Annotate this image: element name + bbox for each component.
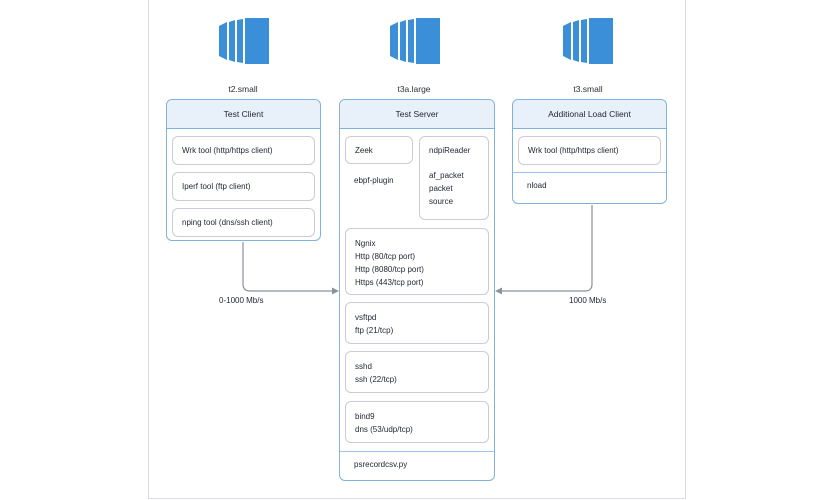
instance-type-client: t2.small bbox=[228, 84, 258, 94]
load-wrk-tool-item: Wrk tool (http/https client) bbox=[518, 136, 661, 165]
load-client-title: Additional Load Client bbox=[513, 100, 666, 129]
vsftpd-title: vsftpd bbox=[355, 313, 377, 322]
source-label: source bbox=[429, 197, 454, 206]
ndpireader-title: ndpiReader bbox=[429, 146, 471, 155]
vsftpd-item: vsftpd ftp (21/tcp) bbox=[345, 302, 489, 344]
vsftpd-port: ftp (21/tcp) bbox=[355, 326, 394, 335]
zeek-item: Zeek bbox=[345, 136, 413, 164]
nginx-http-80: Http (80/tcp port) bbox=[355, 252, 416, 261]
nping-tool-item: nping tool (dns/ssh client) bbox=[172, 208, 315, 237]
af-packet-label: af_packet bbox=[429, 171, 464, 180]
test-client-title: Test Client bbox=[167, 100, 320, 129]
nping-tool-label: nping tool (dns/ssh client) bbox=[182, 218, 273, 227]
bind9-title: bind9 bbox=[355, 412, 375, 421]
iperf-tool-item: Iperf tool (ftp client) bbox=[172, 172, 315, 201]
load-wrk-tool-label: Wrk tool (http/https client) bbox=[528, 146, 619, 155]
ebpf-plugin-label: ebpf-plugin bbox=[354, 176, 394, 185]
zeek-label: Zeek bbox=[355, 145, 373, 155]
sshd-item: sshd ssh (22/tcp) bbox=[345, 351, 489, 393]
load-footer-divider bbox=[513, 172, 666, 173]
nginx-item: Ngnix Http (80/tcp port) Http (8080/tcp … bbox=[345, 228, 489, 295]
nginx-http-8080: Http (8080/tcp port) bbox=[355, 265, 424, 274]
nload-label: nload bbox=[527, 181, 547, 190]
nginx-title: Ngnix bbox=[355, 239, 376, 248]
server-footer-divider bbox=[340, 451, 494, 452]
test-server-title: Test Server bbox=[340, 100, 494, 129]
sshd-port: ssh (22/tcp) bbox=[355, 375, 397, 384]
iperf-tool-label: Iperf tool (ftp client) bbox=[182, 182, 251, 191]
ndpireader-item: ndpiReader af_packet packet source bbox=[419, 136, 489, 220]
wrk-tool-label: Wrk tool (http/https client) bbox=[182, 146, 273, 155]
psrecord-script-label: psrecordcsv.py bbox=[354, 460, 408, 469]
ec2-instance-icon-load bbox=[563, 18, 613, 64]
nginx-https-443: Https (443/tcp port) bbox=[355, 278, 424, 287]
ec2-instance-icon-client bbox=[219, 18, 269, 64]
sshd-title: sshd bbox=[355, 362, 372, 371]
instance-type-server: t3a.large bbox=[397, 84, 431, 94]
packet-label: packet bbox=[429, 184, 453, 193]
instance-type-load: t3.small bbox=[573, 84, 603, 94]
load-bandwidth-label: 1000 Mb/s bbox=[569, 296, 607, 305]
client-bandwidth-label: 0-1000 Mb/s bbox=[219, 296, 264, 305]
bind9-item: bind9 dns (53/udp/tcp) bbox=[345, 401, 489, 443]
ec2-instance-icon-server bbox=[390, 18, 440, 64]
bind9-port: dns (53/udp/tcp) bbox=[355, 425, 413, 434]
wrk-tool-item: Wrk tool (http/https client) bbox=[172, 136, 315, 165]
